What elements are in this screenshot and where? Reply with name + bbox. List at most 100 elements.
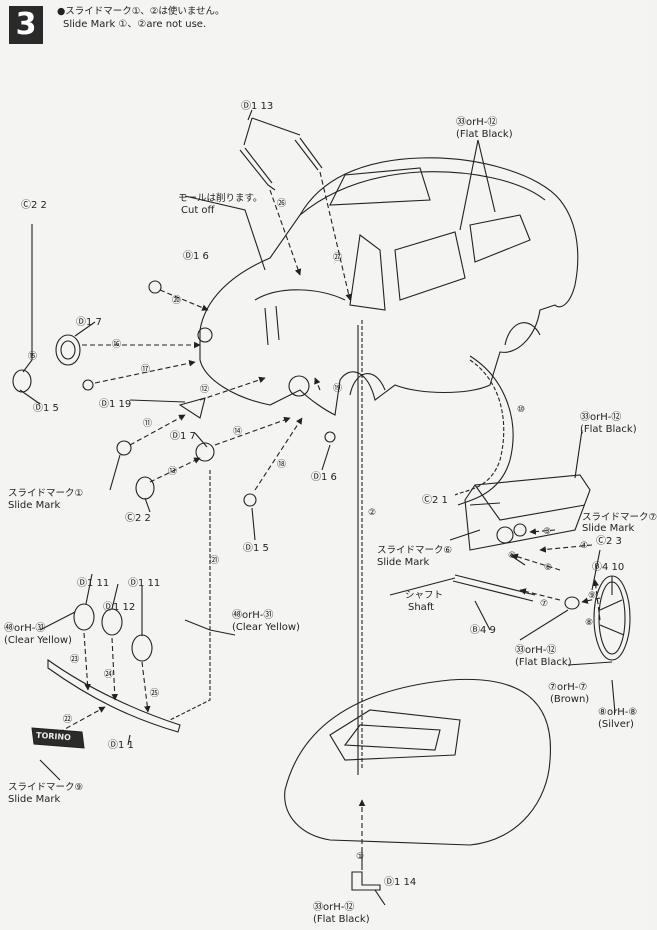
step-10-marker: ⑩ — [517, 405, 526, 415]
label-slide-mark-9: Slide Mark — [8, 794, 61, 805]
label-cut-off-jp: モールは削ります。 — [178, 193, 263, 204]
label-brown-code: ⑦orH-⑦ — [548, 682, 588, 693]
step-7-marker: ⑦ — [540, 599, 549, 609]
step-22-marker: ㉒ — [63, 715, 73, 725]
label-flat-black-right: (Flat Black) — [580, 424, 637, 435]
header-note-en: Slide Mark ①、②are not use. — [63, 19, 207, 30]
label-d1-7-mid: Ⓓ1 7 — [170, 431, 196, 442]
step-1-marker: ① — [356, 852, 365, 862]
label-flat-black-top: (Flat Black) — [456, 129, 513, 140]
horn-grille — [178, 397, 206, 419]
label-d1-12: Ⓓ1 12 — [103, 602, 136, 613]
label-flat-black-mid: (Flat Black) — [515, 657, 572, 668]
label-slide-mark-1-jp: スライドマーク① — [8, 488, 84, 499]
step-11-marker: ⑪ — [143, 419, 153, 429]
label-b4-10: Ⓑ4 10 — [592, 562, 625, 573]
step-9-marker: ⑨ — [588, 591, 597, 601]
label-clear-yellow-left: (Clear Yellow) — [4, 635, 72, 646]
label-slide-mark-6-jp: スライドマーク⑥ — [377, 545, 453, 556]
step-19-marker: ⑲ — [333, 384, 343, 394]
label-d1-6-top: Ⓓ1 6 — [183, 251, 209, 262]
step-23-marker: ㉓ — [70, 655, 80, 665]
wiper-blades — [239, 117, 323, 191]
label-slide-mark-1: Slide Mark — [8, 500, 61, 511]
label-d1-5-bottom: Ⓓ1 5 — [243, 543, 269, 554]
step-8-marker: ⑧ — [585, 618, 594, 628]
label-silver-code: ⑧orH-⑧ — [598, 707, 638, 718]
car-body — [197, 157, 579, 416]
label-d1-11-left: Ⓓ1 11 — [77, 578, 110, 589]
step-20-marker: ⑳ — [172, 296, 182, 306]
headlight-bezel — [55, 334, 81, 366]
header-note-jp: ●スライドマーク①、②は使いません。 — [57, 6, 225, 17]
step-4-marker: ④ — [580, 541, 589, 551]
front-bumper — [47, 658, 181, 733]
label-d1-13: Ⓓ1 13 — [241, 101, 274, 112]
label-flat-black-mid-code: ㉝orH-⑫ — [515, 645, 557, 656]
label-d1-14: Ⓓ1 14 — [384, 877, 417, 888]
step-number-badge: 3 — [9, 6, 43, 44]
label-slide-mark-6: Slide Mark — [377, 557, 430, 568]
label-d1-5-left: Ⓓ1 5 — [33, 403, 59, 414]
step-3-marker: ③ — [543, 527, 552, 537]
license-plate-text: TORINO — [35, 730, 72, 743]
label-slide-mark-7: Slide Mark — [582, 523, 635, 534]
step-18-marker: ⑱ — [277, 460, 287, 470]
label-brown: (Brown) — [550, 694, 590, 705]
step-2-marker: ② — [368, 508, 377, 518]
label-clear-yellow-left-code: ㊽orH-㉛ — [4, 623, 46, 634]
step-25-marker: ㉕ — [150, 689, 160, 699]
label-d1-1: Ⓓ1 1 — [108, 740, 134, 751]
fog-lamp — [135, 476, 155, 500]
step-27-marker: ㉗ — [333, 253, 343, 263]
side-light — [116, 440, 132, 456]
label-d1-11-right: Ⓓ1 11 — [128, 578, 161, 589]
label-d1-19: Ⓓ1 19 — [99, 399, 132, 410]
label-cut-off: Cut off — [181, 205, 215, 216]
label-slide-mark-7-jp: スライドマーク⑦ — [582, 512, 657, 523]
step-17-marker: ⑰ — [141, 365, 151, 375]
label-flat-black-top-code: ㉝orH-⑫ — [456, 117, 498, 128]
small-light-top — [148, 280, 162, 294]
label-d1-6-mid: Ⓓ1 6 — [311, 472, 337, 483]
front-lamp-right — [131, 634, 153, 662]
bottom-clip — [351, 871, 381, 891]
small-knob-left — [82, 379, 94, 391]
step-16-marker: ⑯ — [112, 340, 122, 350]
label-shaft-jp: シャフト — [405, 590, 444, 601]
dashboard-part — [464, 474, 591, 551]
label-b4-9: Ⓑ4 9 — [470, 625, 496, 636]
step-6-marker: ⑥ — [544, 563, 553, 573]
step-12-marker: ⑫ — [200, 385, 210, 395]
step-14-marker: ⑭ — [233, 427, 243, 437]
small-light-right — [324, 431, 336, 443]
step-21-marker: ㉑ — [210, 556, 220, 566]
license-plate-decal — [31, 727, 85, 749]
horn-button — [564, 596, 580, 610]
label-flat-black-right-code: ㉝orH-⑫ — [580, 412, 622, 423]
label-slide-mark-9-jp: スライドマーク⑨ — [8, 782, 84, 793]
label-flat-black-bottom: (Flat Black) — [313, 914, 370, 925]
label-clear-yellow-right: (Clear Yellow) — [232, 622, 300, 633]
assembly-arrows — [44, 171, 601, 860]
label-c2-2-bottom: Ⓒ2 2 — [125, 513, 151, 524]
label-shaft: Shaft — [408, 602, 435, 613]
label-clear-yellow-right-code: ㊽orH-㉛ — [232, 610, 274, 621]
step-5-marker: ⑤ — [508, 551, 517, 561]
step-15-marker: ⑮ — [28, 352, 38, 362]
label-d1-7-top: Ⓓ1 7 — [76, 317, 102, 328]
headlight-lens — [12, 369, 32, 393]
step-26-marker: ㉖ — [277, 199, 287, 209]
headlight-ring — [195, 442, 215, 462]
step-24-marker: ㉔ — [104, 670, 114, 680]
steering-shaft — [452, 574, 536, 602]
label-c2-2-top: Ⓒ2 2 — [21, 200, 47, 211]
label-c2-1: Ⓒ2 1 — [422, 495, 448, 506]
label-silver: (Silver) — [598, 719, 634, 730]
interior-tub — [284, 678, 552, 846]
small-knob-bottom — [243, 493, 257, 507]
label-c2-3: Ⓒ2 3 — [596, 536, 622, 547]
front-lamp-left — [73, 603, 95, 631]
